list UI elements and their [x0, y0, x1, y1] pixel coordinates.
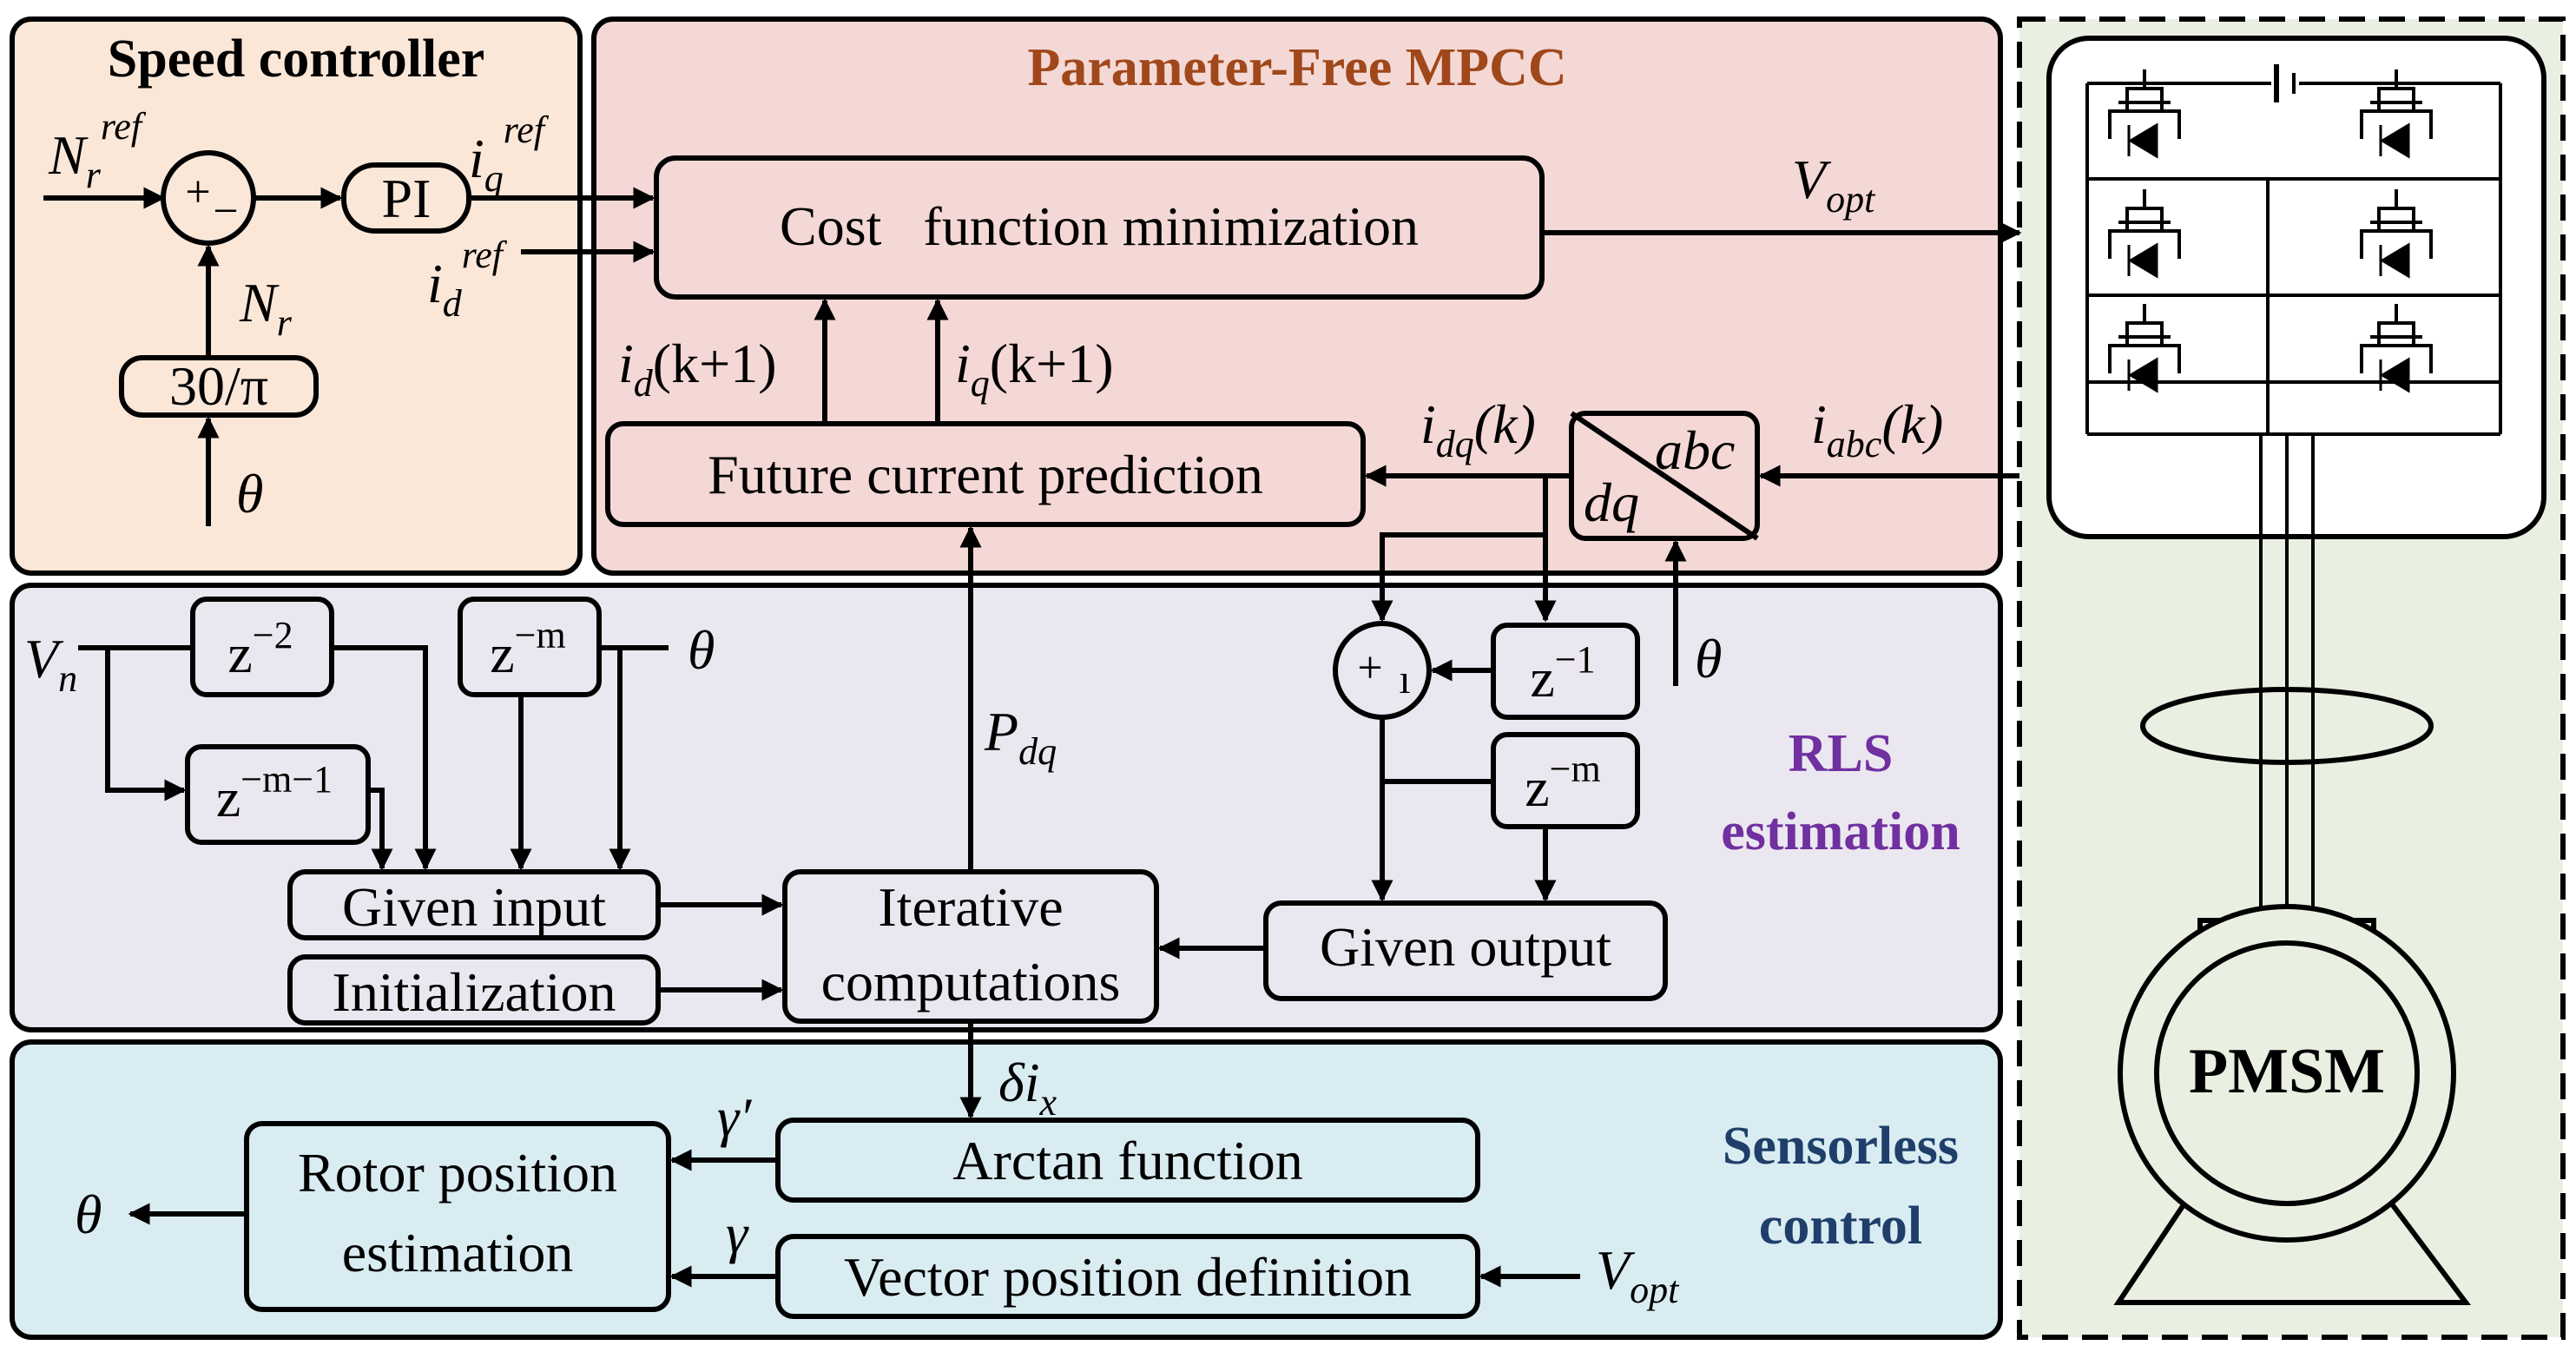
svg-text:Pdq: Pdq: [984, 701, 1057, 773]
igbt-icon: [2108, 189, 2181, 259]
speed-controller-title: Speed controller: [108, 30, 485, 89]
iq-ref-label: iqref: [469, 109, 550, 200]
iabc-label: iabc(k): [1811, 393, 1943, 465]
svg-text:iqref: iqref: [469, 109, 550, 200]
transform-dq-label: dq: [1584, 472, 1639, 533]
gain-label: 30/π: [169, 355, 268, 417]
vopt-sensorless-label: Vopt: [1596, 1239, 1680, 1311]
igbt-icon: [2360, 189, 2433, 259]
gain-block: [119, 355, 319, 418]
rls-sum-minus: ı: [1399, 656, 1410, 702]
theta-speed-label: θ: [236, 463, 263, 524]
future-current-prediction-label: Future current prediction: [708, 444, 1263, 505]
svg-text:idq(k): idq(k): [1420, 393, 1536, 465]
idq-label: idq(k): [1420, 393, 1536, 465]
igbt-switch-icons: [2108, 69, 2433, 393]
id-k1-label: id(k+1): [618, 333, 777, 405]
svg-text:iq(k+1): iq(k+1): [955, 333, 1114, 405]
iterative-label-line1: Iterative: [878, 876, 1063, 938]
delta-ix-label: δix: [998, 1052, 1057, 1124]
vn-label: Vn: [24, 628, 77, 700]
zm1-to-input: [368, 788, 393, 871]
svg-text:Vopt: Vopt: [1596, 1239, 1680, 1311]
idq-tap-to-sum: [1371, 476, 1548, 623]
igbt-icon: [2360, 69, 2433, 139]
svg-text:idref: idref: [427, 234, 508, 325]
z-minus-2-label: z−2: [227, 614, 293, 684]
inverter-block: [2046, 36, 2546, 539]
diode-icon: [2127, 242, 2158, 279]
diode-icon: [2127, 122, 2158, 159]
z-minus-1-label: z−1: [1530, 638, 1595, 709]
nr-ref-label: Nrref: [48, 105, 147, 196]
sensorless-panel: [10, 1039, 2003, 1340]
diode-icon: [2379, 122, 2410, 159]
z-minus-m-out-label: z−m: [1525, 748, 1600, 818]
vn-to-zm1: [105, 648, 187, 801]
z2-to-input: [332, 645, 437, 871]
given-input-label: Given input: [342, 876, 606, 938]
vopt-label: Vopt: [1792, 148, 1876, 221]
speed-sum-plus: +: [185, 168, 210, 217]
z-minus-m-minus-1-label: z−m−1: [216, 758, 333, 828]
pdq-label: Pdq: [984, 701, 1057, 773]
mpcc-title: Parameter-Free MPCC: [1027, 38, 1566, 97]
pi-label: PI: [382, 168, 432, 229]
id-ref-label: idref: [427, 234, 508, 325]
speed-controller-panel: [10, 16, 583, 576]
rls-title-line2: estimation: [1721, 802, 1960, 861]
rotor-label-line2: estimation: [342, 1222, 574, 1283]
transform-abc-label: abc: [1655, 419, 1735, 481]
iterative-label-line2: computations: [821, 951, 1121, 1012]
future-current-prediction-block: [605, 421, 1366, 527]
rotor-label-line1: Rotor position: [298, 1142, 617, 1204]
svg-text:Vopt: Vopt: [1792, 148, 1876, 221]
vector-position-label: Vector position definition: [844, 1246, 1412, 1308]
pmsm-label: PMSM: [2189, 1036, 2385, 1107]
rls-title-line1: RLS: [1789, 724, 1894, 783]
cost-function-block: [654, 155, 1545, 300]
svg-text:Nrref: Nrref: [48, 105, 147, 196]
current-sensor-icon: [2140, 687, 2434, 765]
given-output-label: Given output: [1320, 916, 1611, 978]
diode-icon: [2127, 357, 2158, 393]
igbt-icon: [2360, 304, 2433, 373]
theta-output-label: θ: [75, 1184, 102, 1245]
rls-sum-plus: +: [1357, 643, 1382, 693]
iq-k1-label: iq(k+1): [955, 333, 1114, 405]
transform-diagonal: [1570, 411, 1759, 541]
svg-text:δix: δix: [998, 1052, 1057, 1124]
arctan-label: Arctan function: [952, 1130, 1302, 1191]
speed-sum-minus: −: [213, 187, 238, 236]
gamma-label: γ: [726, 1203, 749, 1264]
igbt-icon: [2108, 304, 2181, 373]
igbt-icon: [2108, 69, 2181, 139]
sensorless-title-line1: Sensorless: [1723, 1117, 1959, 1176]
cost-function-label: Cost function minimization: [780, 195, 1419, 257]
pmsm-motor-icon: [2113, 904, 2471, 1305]
dc-source-icon: [2085, 64, 2502, 436]
gamma-prime-label: γ′: [717, 1086, 752, 1148]
svg-text:iabc(k): iabc(k): [1811, 393, 1943, 465]
sensorless-title-line2: control: [1759, 1197, 1922, 1256]
nr-label: Nr: [239, 272, 293, 344]
diode-icon: [2379, 242, 2410, 279]
z-minus-m-minus-1-block: [185, 744, 371, 845]
theta-transform-label: θ: [1695, 628, 1722, 689]
svg-text:id(k+1): id(k+1): [618, 333, 777, 405]
theta-rls-label: θ: [688, 619, 715, 681]
initialization-label: Initialization: [333, 961, 616, 1023]
svg-text:Nr: Nr: [239, 272, 293, 344]
z-minus-m-label: z−m: [490, 614, 565, 684]
diode-icon: [2379, 357, 2410, 393]
svg-text:Vn: Vn: [24, 628, 77, 700]
